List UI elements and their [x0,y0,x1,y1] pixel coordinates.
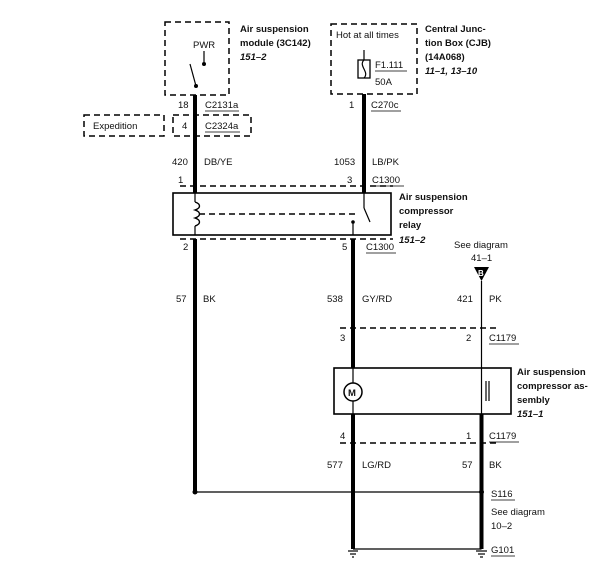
wire-538-circuit: 538 [327,294,343,305]
relay-conn-bottom: C1300 [366,242,394,253]
cjb-line-3: (14A068) [425,52,465,63]
relay-ref: 151–2 [399,235,426,246]
module-title-2: module (3C142) [240,38,311,49]
c2324a-label: C2324a [205,121,239,132]
see-diagram-top-ref: 41–1 [471,253,492,264]
splice-see-ref: 10–2 [491,521,512,532]
cjb-label: Central Junc- tion Box (CJB) (14A068) 11… [425,24,491,77]
wire-1053-circuit: 1053 [334,157,355,168]
hot-dashed-box [330,23,418,95]
relay-title-2: compressor [399,206,454,217]
see-diagram-top-text: See diagram [454,240,508,251]
splice-id: S116 [491,489,512,500]
hot-label: Hot at all times [336,30,399,41]
splice-dot-left [192,489,198,495]
expedition-dashed-box [83,114,165,137]
ground-icon-left [348,550,358,558]
splice-s116: S116 See diagram 10–2 [192,489,545,532]
cjb-line-1: Central Junc- [425,24,486,35]
off-page-connector-icon [474,267,489,281]
compressor-relay: 1 3 C1300 2 5 C1300 Air suspension compr… [172,175,468,254]
relay-pin-1: 1 [178,175,183,186]
wire-57-color: BK [203,294,216,305]
wire-420-circuit: 420 [172,157,188,168]
splice-see-text: See diagram [491,507,545,518]
c1179-top: 3 2 C1179 [340,327,519,345]
fuse-amps: 50A [375,77,393,88]
c1179-bottom-right-pin: 1 [466,431,471,442]
wire-421-color: PK [489,294,502,305]
fuse-element-icon [361,59,367,79]
c1179-top-conn: C1179 [489,333,516,344]
wire-577-color: LG/RD [362,460,391,471]
ground-g101: G101 [348,545,515,558]
compressor-ref: 151–1 [517,409,543,420]
see-diagram-41-1: See diagram 41–1 B [454,240,508,281]
relay-switch-blade [363,207,371,223]
wire-577-circuit: 577 [327,460,343,471]
splice-dot-right [479,489,484,495]
relay-coil-icon [192,201,201,227]
c1179-top-left-pin: 3 [340,333,345,344]
relay-conn-top: C1300 [372,175,400,186]
wire-57b-circuit: 57 [462,460,473,471]
module-switch-blade [189,63,197,87]
c2324a-pin: 4 [182,121,187,132]
relay-pin-5: 5 [342,242,347,253]
relay-pin-3: 3 [347,175,352,186]
wire-1053-color: LB/PK [372,157,400,168]
module-title-1: Air suspension [240,24,309,35]
wire-538-color: GY/RD [362,294,392,305]
c1179-bottom: 4 1 C1179 [340,431,519,444]
relay-pin-2: 2 [183,242,188,253]
compressor-title-1: Air suspension [517,367,586,378]
middle-wire-labels: 57 BK 538 GY/RD 421 PK [176,294,502,305]
fuse-id: F1.111 [375,60,403,71]
module-switch-contact-bottom [194,84,198,88]
compressor-assembly: M Air suspension compressor as- sembly 1… [333,367,588,420]
c2131a-pin: 18 [178,100,189,111]
ground-icon-right [476,550,487,558]
module-ref: 151–2 [240,52,267,63]
module-dashed-box [164,21,230,96]
ground-id: G101 [491,545,514,556]
top-connectors: 18 C2131a Expedition 4 C2324a 1 C270c [83,100,401,137]
compressor-title-3: sembly [517,395,550,406]
cjb-line-2: tion Box (CJB) [425,38,491,49]
relay-title-3: relay [399,220,422,231]
top-wire-labels: 420 DB/YE 1053 LB/PK [172,157,400,168]
module-switch-contact-top [202,62,206,66]
wire-421-circuit: 421 [457,294,473,305]
wire-420-color: DB/YE [204,157,233,168]
wire-57b-color: BK [489,460,502,471]
compressor-title-2: compressor as- [517,381,588,392]
compressor-body [333,367,512,415]
module-pwr-label: PWR [193,40,215,51]
air-suspension-module: PWR Air suspension module (3C142) 151–2 [164,21,311,96]
wire-57-circuit: 57 [176,294,187,305]
off-page-connector-letter: B [478,269,484,278]
c270c-label: C270c [371,100,399,111]
bottom-wire-labels: 577 LG/RD 57 BK [327,460,502,471]
c2131a-label: C2131a [205,100,239,111]
cjb-ref: 11–1, 13–10 [425,66,478,77]
c1179-bottom-conn: C1179 [489,431,516,442]
hot-at-all-times-box: Hot at all times F1.111 50A [330,23,418,95]
c1179-bottom-left-pin: 4 [340,431,345,442]
c270c-pin: 1 [349,100,354,111]
relay-body [172,192,392,236]
motor-letter: M [348,388,356,399]
expedition-label: Expedition [93,121,137,132]
relay-title-1: Air suspension [399,192,468,203]
c1179-top-right-pin: 2 [466,333,471,344]
